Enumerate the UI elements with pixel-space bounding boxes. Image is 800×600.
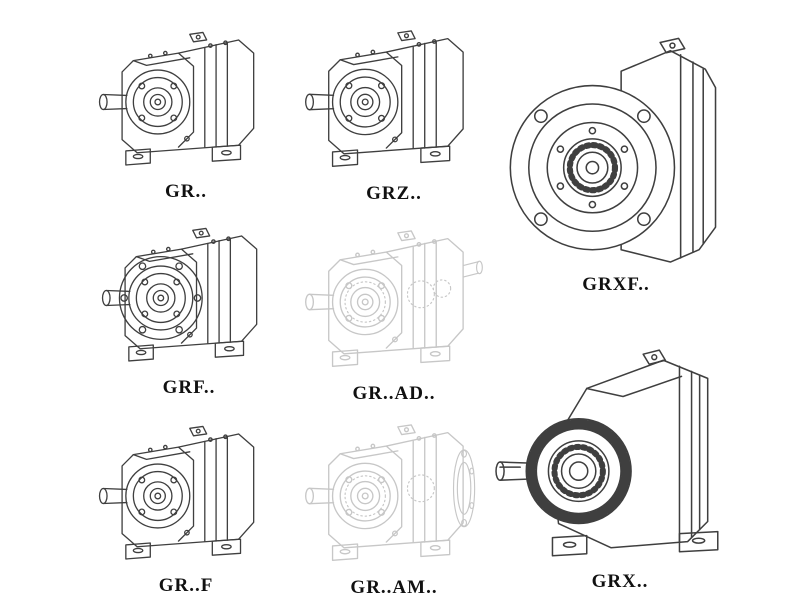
figure-grx: GRX.. [494, 330, 746, 593]
figure-grxf: GRXF.. [498, 24, 734, 296]
label-grx: GRX.. [591, 570, 649, 592]
figure-gr-f: GR..F [92, 402, 280, 597]
figure-grz: GRZ.. [298, 6, 490, 205]
label-grz: GRZ.. [366, 182, 422, 204]
label-gr-am: GR..AM.. [350, 576, 438, 598]
label-grf: GRF.. [162, 377, 216, 399]
figure-gr: GR.. [92, 8, 280, 203]
figure-gr-ad: GR..AD.. [298, 206, 490, 405]
gr-gearbox-drawing [92, 8, 280, 177]
label-grxf: GRXF.. [582, 274, 650, 296]
label-gr-ad: GR..AD.. [352, 382, 436, 404]
gr-am-gearbox-drawing [298, 400, 490, 573]
grz-gearbox-drawing [298, 6, 490, 179]
figure-grf: GRF.. [95, 204, 283, 399]
grxf-gearbox-drawing [498, 24, 734, 270]
label-gr-f: GR..F [158, 575, 214, 597]
grf-gearbox-drawing [95, 204, 283, 373]
gr-ad-gearbox-drawing [298, 206, 490, 379]
figure-gr-am: GR..AM.. [298, 400, 490, 599]
gr-f-gearbox-drawing [92, 402, 280, 571]
grx-gearbox-drawing [494, 330, 746, 567]
label-gr: GR.. [165, 181, 207, 203]
